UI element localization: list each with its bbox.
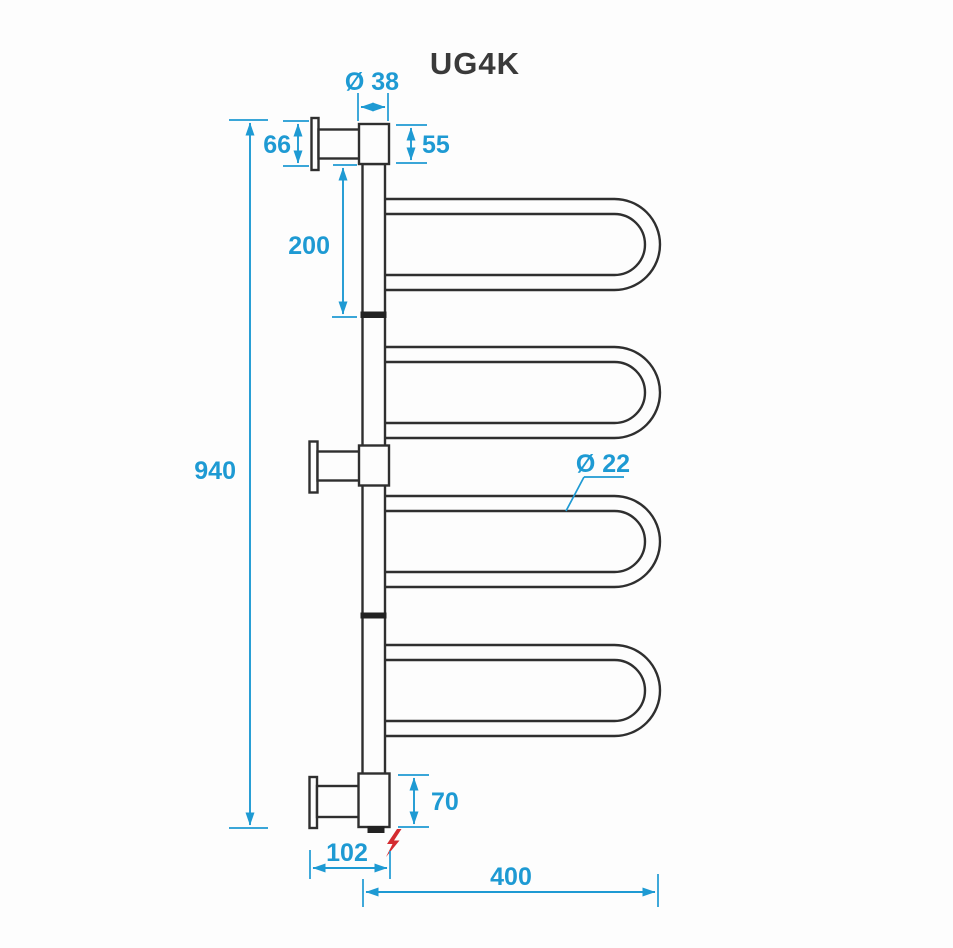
dimension-label: 200: [288, 232, 330, 260]
dimension-label: Ø 38: [345, 68, 399, 96]
bracket-arm: [317, 128, 362, 160]
dimension-label: 66: [263, 131, 291, 159]
dimension-label: 400: [490, 863, 532, 891]
leader-line: [565, 476, 585, 512]
u-bar-3: [384, 494, 662, 589]
dimension-top-bracket-height: 66: [263, 120, 309, 167]
wall-bracket-middle: [308, 440, 391, 494]
u-bar-1: [384, 197, 662, 292]
u-bar-inner-contour: [384, 658, 647, 723]
dimension-label: Ø 22: [576, 450, 630, 478]
dimension-label: 70: [431, 788, 459, 816]
electric-terminal: [367, 826, 385, 833]
dimension-top-cap-height: 55: [396, 124, 450, 164]
dimension-bottom-cap-height: 70: [398, 774, 459, 828]
u-bar-outer-contour: [384, 345, 662, 440]
model-title: UG4K: [430, 46, 520, 81]
dimension-top-section-length: 200: [288, 164, 357, 318]
u-bar-2: [384, 345, 662, 440]
dimension-overall-height: 940: [194, 119, 268, 829]
rail-top-cap: [357, 122, 391, 166]
rail-bottom-cap: [357, 772, 391, 829]
lightning-icon: [386, 829, 402, 857]
u-bar-outer-contour: [384, 643, 662, 738]
u-bar-outer-contour: [384, 197, 662, 292]
u-bar-inner-contour: [384, 212, 647, 277]
wall-bracket-top: [310, 116, 391, 172]
dimension-rail-length: 400: [362, 863, 659, 907]
rail-middle-hub: [357, 444, 391, 487]
u-bar-outer-contour: [384, 494, 662, 589]
dimension-top-cap-diameter: Ø 38: [345, 68, 399, 121]
dimension-tube-diameter: Ø 22: [565, 450, 630, 512]
dimension-label: 940: [194, 457, 236, 485]
bracket-flange: [308, 440, 319, 494]
dimension-label: 102: [326, 839, 368, 867]
swivel-joint-1: [360, 311, 387, 318]
dimension-label: 55: [422, 131, 450, 159]
u-bar-4: [384, 643, 662, 738]
bracket-arm: [315, 784, 361, 819]
u-bar-inner-contour: [384, 509, 647, 574]
u-bar-inner-contour: [384, 360, 647, 425]
swivel-joint-2: [360, 612, 387, 619]
towel-rail-figure: [308, 116, 662, 857]
bracket-arm: [316, 450, 362, 482]
dimension-wall-offset: 102: [309, 839, 391, 879]
wall-bracket-bottom: [308, 772, 391, 833]
